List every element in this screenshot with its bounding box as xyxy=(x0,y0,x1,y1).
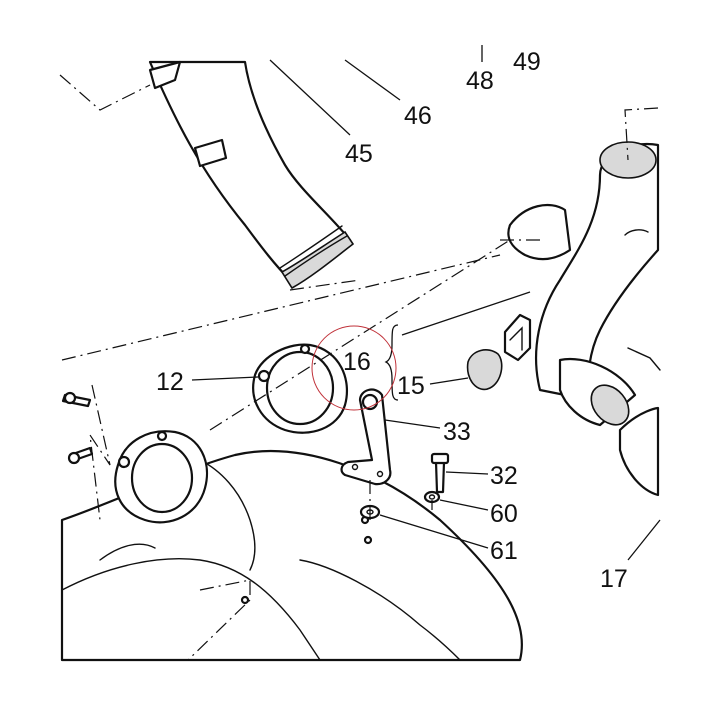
collector-pipe-right xyxy=(507,141,661,497)
leader-17 xyxy=(627,519,661,561)
callout-33: 33 xyxy=(443,418,471,446)
header-pipe-upper xyxy=(148,60,355,290)
callout-16: 16 xyxy=(343,348,371,376)
highlight-circle xyxy=(311,325,397,411)
centerline-header xyxy=(289,279,361,291)
bracket-mount xyxy=(503,313,532,362)
leader-15 xyxy=(429,377,469,385)
callout-49: 49 xyxy=(513,48,541,76)
callout-17: 17 xyxy=(600,565,628,593)
centerline-45 xyxy=(59,74,151,111)
leader-61 xyxy=(379,514,489,549)
centerline-assembly-1 xyxy=(61,254,501,361)
bolt-left-lower xyxy=(67,446,94,465)
callout-45: 45 xyxy=(345,140,373,168)
centerline-left-bolts xyxy=(89,384,111,521)
centerline-right-top xyxy=(624,107,659,161)
leader-45 xyxy=(269,59,351,136)
callout-61: 61 xyxy=(490,537,518,565)
flange-lower-left xyxy=(114,430,209,524)
leader-32 xyxy=(445,471,489,475)
rubber-mount-15 xyxy=(466,349,503,391)
callout-15: 15 xyxy=(397,372,425,400)
leader-12 xyxy=(191,376,259,381)
leader-16 xyxy=(401,291,531,336)
callout-32: 32 xyxy=(490,462,518,490)
leader-46 xyxy=(344,59,401,101)
brace-16 xyxy=(384,324,399,401)
centerline-lower xyxy=(187,579,251,661)
callout-46: 46 xyxy=(404,102,432,130)
leader-60 xyxy=(439,499,489,511)
callout-60: 60 xyxy=(490,500,518,528)
gasket-12 xyxy=(252,343,349,434)
callout-48: 48 xyxy=(466,67,494,95)
bolt-left-upper xyxy=(61,391,92,408)
leader-33 xyxy=(384,419,441,429)
bolt-32 xyxy=(430,452,450,494)
callout-12: 12 xyxy=(156,368,184,396)
centerline-assembly-2 xyxy=(209,239,511,431)
hanger-bracket-33 xyxy=(340,388,392,486)
